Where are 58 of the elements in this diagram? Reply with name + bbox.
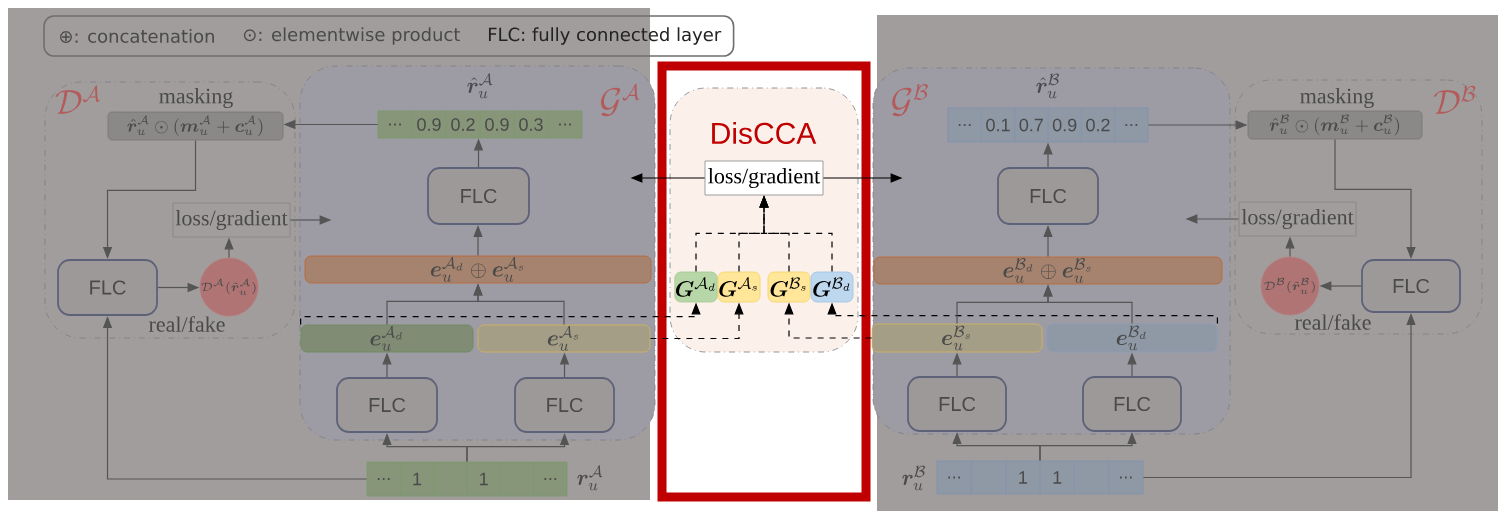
mask-box: $\hat{\bm{r}}_u^{\mathcal{A}}\odot(\bm{m}_u^{\mathcal{A}}+\bm{c}_u^{\mathcal{A}})$	[107, 111, 284, 141]
side-label: real/fake	[149, 316, 225, 332]
vector-label: $\bm{r}_u^{\mathcal{B}}$	[902, 465, 925, 491]
process-box: FLC	[997, 167, 1099, 225]
cell-value: ...	[559, 123, 571, 126]
cell-value: 0.9	[417, 118, 441, 131]
factor-box: $\bm{G}^{\mathcal{A}_d}$	[674, 271, 718, 303]
loss-box: loss/gradient	[172, 202, 291, 238]
factor-box: $\bm{G}^{\mathcal{B}_d}$	[810, 271, 854, 303]
group-label: $\mathcal{D}^{\mathcal{A}}$	[55, 85, 101, 114]
cell-value: ...	[389, 123, 401, 126]
cell-value: 0.3	[519, 118, 543, 131]
cell-value: ...	[948, 476, 961, 479]
side-label: real/fake	[1295, 314, 1371, 330]
group-label: $\mathcal{D}^{\mathcal{B}}$	[1433, 85, 1476, 114]
embedding-bar: $\bm{e}_u^{\mathcal{A}_s}$	[477, 324, 651, 353]
factor-box: $\bm{G}^{\mathcal{B}_s}$	[767, 271, 811, 303]
embedding-bar: $\bm{e}_u^{\mathcal{A}_d}$	[300, 324, 474, 353]
cell-value: ...	[377, 478, 390, 480]
vector-label: $\hat{\bm{r}}_u^{\mathcal{B}}$	[1036, 73, 1059, 99]
cell-value: 1	[1019, 471, 1027, 484]
cell-value: ...	[958, 124, 971, 126]
embedding-bar: $\bm{e}_u^{\mathcal{B}_d}$	[1046, 323, 1218, 353]
process-box: FLC	[1082, 376, 1182, 432]
group-label: $\mathcal{G}^{\mathcal{B}}$	[892, 84, 928, 117]
legend-text: ⊙: elementwise product	[243, 27, 460, 45]
box-heading: masking	[159, 88, 233, 108]
process-box: FLC	[1361, 259, 1461, 313]
process-box: FLC	[514, 377, 615, 433]
embedding-bar: $\bm{e}_u^{\mathcal{B}_s}$	[871, 323, 1043, 353]
cell-value: ...	[544, 478, 557, 480]
loss-box: loss/gradient	[704, 160, 824, 196]
cell-value: 0.9	[485, 118, 509, 131]
cell-value: 0.9	[1052, 118, 1077, 132]
legend-text: ⊕: concatenation	[60, 29, 214, 43]
cell-value: 1	[1053, 471, 1062, 484]
process-box: FLC	[907, 376, 1007, 432]
process-box: FLC	[336, 377, 438, 433]
mask-box: $\hat{\bm{r}}_u^{\mathcal{B}}\odot(\bm{m}_u^{\mathcal{B}}+\bm{c}_u^{\mathcal{B}})$	[1247, 110, 1423, 140]
vector-label: $\bm{r}_u^{\mathcal{A}}$	[577, 465, 603, 491]
cell-value: 0.2	[451, 118, 475, 131]
cell-value: 0.2	[1086, 118, 1110, 132]
cell-value: ...	[1125, 124, 1138, 126]
cell-value: 0.1	[986, 118, 1010, 132]
concatenation-bar: $\bm{e}_u^{\mathcal{B}_d}\oplus\bm{e}_u^{\mathcal{B}_s}$	[873, 256, 1223, 285]
loss-box: loss/gradient	[1238, 201, 1357, 237]
box-heading: masking	[1300, 88, 1374, 108]
vector-label: $\hat{\bm{r}}_u^{\mathcal{A}}$	[467, 73, 493, 99]
cell-value: 1	[413, 472, 422, 486]
process-box: FLC	[57, 259, 158, 316]
group-label: DisCCA	[712, 122, 817, 144]
cell-value: ...	[1119, 476, 1132, 479]
concatenation-bar: $\bm{e}_u^{\mathcal{A}_d}\oplus\bm{e}_u^{\mathcal{A}_s}$	[304, 255, 652, 284]
cell-value: 0.7	[1019, 118, 1043, 132]
cell-value: 1	[480, 472, 488, 486]
group-label: $\mathcal{G}^{\mathcal{A}}$	[600, 83, 640, 117]
factor-box: $\bm{G}^{\mathcal{A}_s}$	[717, 271, 761, 303]
process-box: FLC	[427, 167, 530, 225]
